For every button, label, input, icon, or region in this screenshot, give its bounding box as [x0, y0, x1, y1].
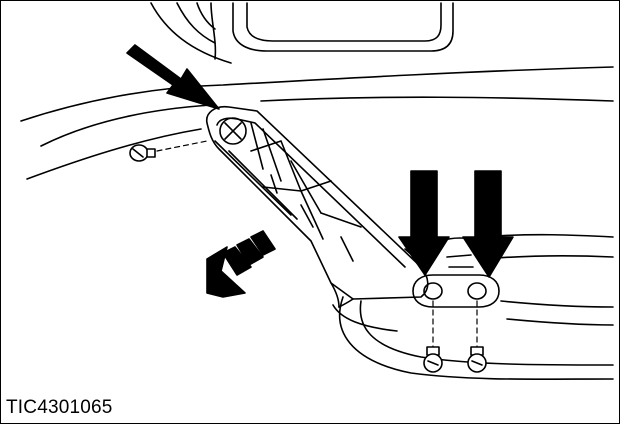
- arrow-icon: [462, 170, 514, 278]
- bolt-icon: [423, 346, 443, 373]
- arrow-icon: [398, 170, 450, 276]
- clip-icon: [129, 144, 156, 162]
- bolt-icon: [467, 346, 487, 373]
- direction-arrow-icon: [206, 230, 276, 298]
- trim-bracket: [205, 105, 429, 308]
- vehicle-body-outline: [20, 2, 614, 381]
- arrow-icon: [126, 44, 220, 110]
- leader-lines: [156, 140, 478, 348]
- figure-code-label: TIC4301065: [6, 397, 113, 418]
